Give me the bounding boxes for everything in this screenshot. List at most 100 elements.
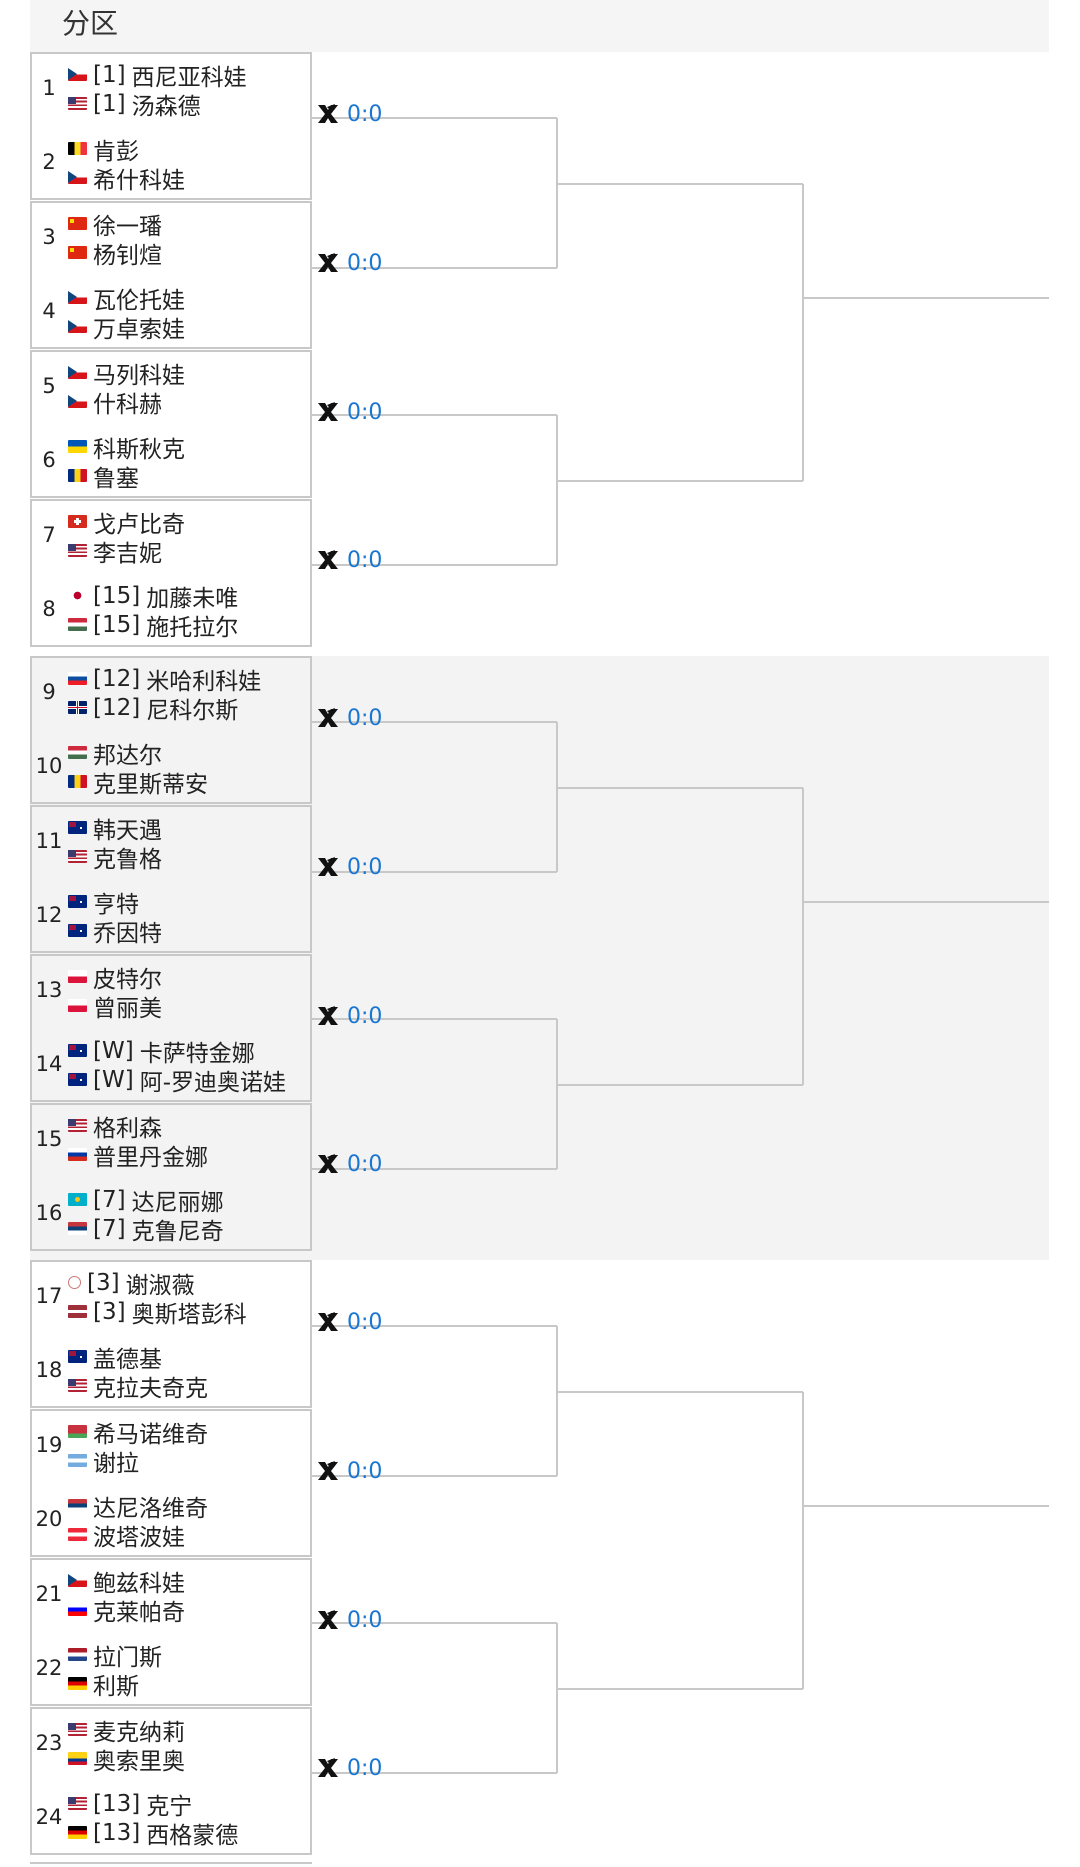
player-entry[interactable]: 利斯 <box>68 1669 139 1700</box>
player-entry[interactable]: [1]西尼亚科娃 <box>68 60 247 91</box>
match-score[interactable]: 0:0 <box>315 1151 382 1177</box>
player-name: 戈卢比奇 <box>93 511 185 538</box>
player-entry[interactable]: 鲁塞 <box>68 461 139 492</box>
player-entry[interactable]: 肯彭 <box>68 134 139 165</box>
player-entry[interactable]: [7]达尼丽娜 <box>68 1185 224 1216</box>
player-entry[interactable]: [15]加藤未唯 <box>68 581 238 612</box>
player-entry[interactable]: 克莱帕奇 <box>68 1595 185 1626</box>
match-score[interactable]: 0:0 <box>315 1003 382 1029</box>
player-entry[interactable]: 杨钊煊 <box>68 238 162 269</box>
match-number: 24 <box>35 1805 63 1829</box>
match-score[interactable]: 0:0 <box>315 101 382 127</box>
player-entry[interactable]: [W]卡萨特金娜 <box>68 1036 255 1067</box>
match-score[interactable]: 0:0 <box>315 399 382 425</box>
match-score[interactable]: 0:0 <box>315 547 382 573</box>
player-entry[interactable]: 希马诺维奇 <box>68 1417 208 1448</box>
player-entry[interactable]: 李吉妮 <box>68 536 162 567</box>
player-entry[interactable]: 克拉夫奇克 <box>68 1371 208 1402</box>
match-row[interactable]: 1[1]西尼亚科娃[1]汤森德 <box>30 54 310 128</box>
score-text: 0:0 <box>347 1755 383 1781</box>
player-entry[interactable]: 科斯秋克 <box>68 432 185 463</box>
score-text: 0:0 <box>347 547 383 573</box>
match-score[interactable]: 0:0 <box>315 1458 382 1484</box>
score-text: 0:0 <box>347 1003 383 1029</box>
player-entry[interactable]: 奥索里奥 <box>68 1744 185 1775</box>
player-entry[interactable]: 瓦伦托娃 <box>68 283 185 314</box>
player-entry[interactable]: 皮特尔 <box>68 962 162 993</box>
player-name: 什科赫 <box>93 391 162 418</box>
player-entry[interactable]: [W]阿-罗迪奥诺娃 <box>68 1065 286 1096</box>
player-entry[interactable]: 麦克纳莉 <box>68 1715 185 1746</box>
player-entry[interactable]: 邦达尔 <box>68 738 162 769</box>
player-entry[interactable]: 韩天遇 <box>68 813 162 844</box>
player-name: 曾丽美 <box>93 995 162 1022</box>
player-entry[interactable]: [1]汤森德 <box>68 89 201 120</box>
player-entry[interactable]: [7]克鲁尼奇 <box>68 1214 224 1245</box>
player-entry[interactable]: [12]米哈利科娃 <box>68 664 261 695</box>
player-entry[interactable]: 盖德基 <box>68 1342 162 1373</box>
match-row[interactable]: 14[W]卡萨特金娜[W]阿-罗迪奥诺娃 <box>30 1030 310 1104</box>
player-entry[interactable]: 戈卢比奇 <box>68 507 185 538</box>
player-entry[interactable]: 格利森 <box>68 1111 162 1142</box>
match-score[interactable]: 0:0 <box>315 250 382 276</box>
seed-label: [1] <box>93 90 126 117</box>
player-entry[interactable]: [13]西格蒙德 <box>68 1818 238 1849</box>
match-row[interactable]: 8[15]加藤未唯[15]施托拉尔 <box>30 575 310 649</box>
section-title: 分区 <box>62 7 119 40</box>
match-row[interactable]: 9[12]米哈利科娃[12]尼科尔斯 <box>30 658 310 732</box>
match-number: 20 <box>35 1507 63 1531</box>
player-entry[interactable]: [13]克宁 <box>68 1789 192 1820</box>
player-entry[interactable]: [15]施托拉尔 <box>68 610 238 641</box>
tennis-x-icon <box>315 101 341 127</box>
player-entry[interactable]: 普里丹金娜 <box>68 1140 208 1171</box>
player-entry[interactable]: [3]谢淑薇 <box>68 1268 195 1299</box>
match-row[interactable]: 24[13]克宁[13]西格蒙德 <box>30 1783 310 1857</box>
player-entry[interactable]: 亨特 <box>68 887 139 918</box>
player-entry[interactable]: 拉门斯 <box>68 1640 162 1671</box>
player-entry[interactable]: 徐一璠 <box>68 209 162 240</box>
player-name: 肯彭 <box>93 138 139 165</box>
match-score[interactable]: 0:0 <box>315 1755 382 1781</box>
player-entry[interactable]: 鲍兹科娃 <box>68 1566 185 1597</box>
player-entry[interactable]: 什科赫 <box>68 387 162 418</box>
player-entry[interactable]: [3]奥斯塔彭科 <box>68 1297 247 1328</box>
player-entry[interactable]: 克里斯蒂安 <box>68 767 208 798</box>
player-entry[interactable]: 达尼洛维奇 <box>68 1491 208 1522</box>
match-row[interactable]: 16[7]达尼丽娜[7]克鲁尼奇 <box>30 1179 310 1253</box>
player-entry[interactable]: 谢拉 <box>68 1446 139 1477</box>
match-score[interactable]: 0:0 <box>315 1607 382 1633</box>
player-entry[interactable]: 曾丽美 <box>68 991 162 1022</box>
player-name: 谢淑薇 <box>125 1272 195 1299</box>
match-row[interactable]: 17[3]谢淑薇[3]奥斯塔彭科 <box>30 1262 310 1336</box>
player-entry[interactable]: 波塔波娃 <box>68 1520 185 1551</box>
player-entry[interactable]: 万卓索娃 <box>68 312 185 343</box>
player-entry[interactable]: 马列科娃 <box>68 358 185 389</box>
match-score[interactable]: 0:0 <box>315 854 382 880</box>
match-number: 17 <box>35 1284 63 1308</box>
match-score[interactable]: 0:0 <box>315 705 382 731</box>
player-entry[interactable]: 克鲁格 <box>68 842 162 873</box>
player-entry[interactable]: 乔因特 <box>68 916 162 947</box>
match-score[interactable]: 0:0 <box>315 1309 382 1335</box>
player-entry[interactable]: [12]尼科尔斯 <box>68 693 238 724</box>
player-entry[interactable]: 希什科娃 <box>68 163 185 194</box>
score-text: 0:0 <box>347 1151 383 1177</box>
player-name: 马列科娃 <box>93 362 185 389</box>
